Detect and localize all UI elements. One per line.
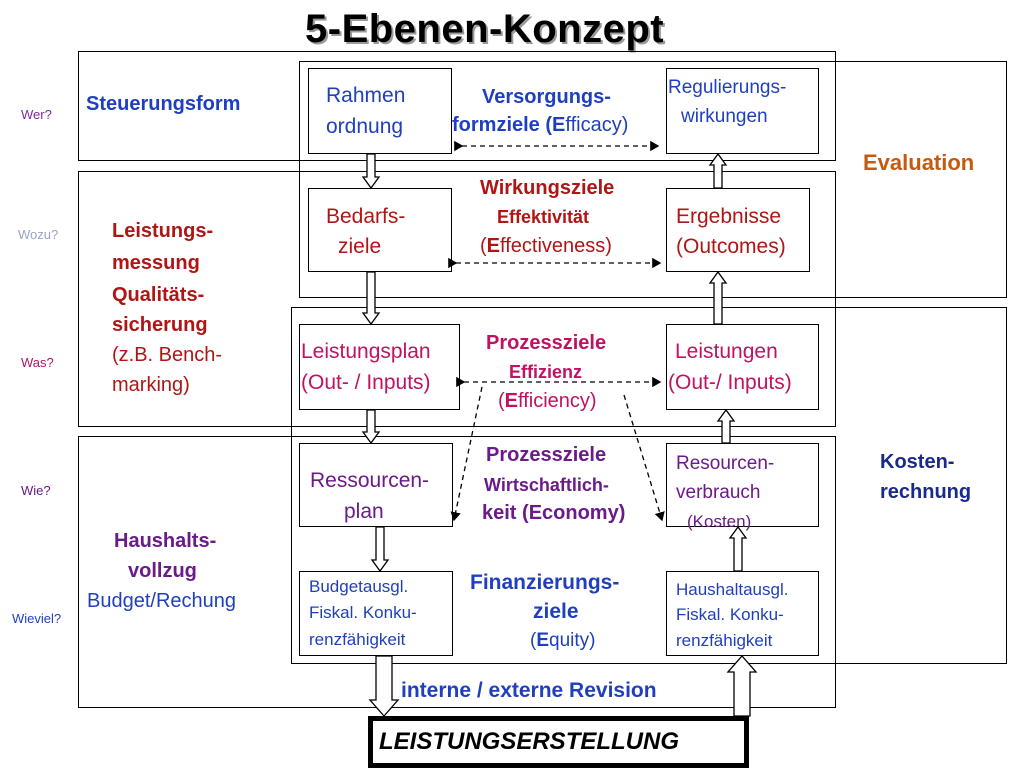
prozess1-line3: (Efficiency) [498, 390, 597, 412]
question-wozu: Wozu? [18, 227, 59, 242]
prozess1-line1: Prozessziele [486, 332, 607, 354]
prozess2-line3: keit (Economy) [482, 502, 626, 524]
question-wer: Wer? [21, 107, 52, 122]
frame-steuerungsform [78, 51, 836, 161]
wirkung-line1: Wirkungsziele [480, 177, 615, 199]
box-leistungen: Leistungen (Out-/ Inputs) [666, 324, 819, 410]
prozess2-line2: Wirtschaftlich- [484, 475, 609, 495]
frame-kostenrechnung [291, 307, 1007, 664]
page-title: 5-Ebenen-Konzept [305, 7, 665, 51]
label-steuerungsform: Steuerungsform [86, 93, 241, 115]
finanz-line1: Finanzierungs- [470, 571, 620, 594]
prozess2-line1: Prozessziele [486, 444, 607, 466]
box-rahmenordnung: Rahmen ordnung [308, 68, 452, 154]
box-ressourcenverbrauch: Resourcen- verbrauch (Kosten) [666, 443, 819, 531]
box-ergebnisse: Ergebnisse (Outcomes) [666, 188, 810, 272]
box-ressourcenplan: Ressourcen- plan [299, 443, 453, 527]
question-wieviel: Wieviel? [12, 611, 62, 626]
box-regulierungswirkungen: Regulierungs- wirkungen [666, 68, 819, 154]
question-wie: Wie? [21, 483, 51, 498]
box-bedarfsziele: Bedarfs- ziele [308, 188, 452, 272]
box-leistungserstellung: LEISTUNGSERSTELLUNG [368, 716, 749, 768]
finanz-line2: ziele [533, 600, 579, 623]
label-kosten-2: rechnung [880, 481, 972, 503]
label-haushalt-2: vollzug [128, 560, 197, 582]
wirkung-line2: Effektivität [497, 207, 590, 227]
box-budgetausgleich: Budgetausgl. Fiskal. Konku- renzfähigkei… [299, 571, 453, 656]
versorgung-line2: formziele (Efficacy) [452, 114, 629, 136]
question-was: Was? [21, 355, 54, 370]
label-haushalt-1: Haushalts- [114, 530, 217, 552]
label-revision: interne / externe Revision [401, 679, 657, 702]
wirkung-line3: (Effectiveness) [480, 235, 612, 257]
prozess1-line2: Effizienz [509, 362, 583, 382]
finanz-line3: (Equity) [530, 630, 596, 651]
label-kosten-1: Kosten- [880, 451, 955, 473]
box-leistungsplan: Leistungsplan (Out- / Inputs) [299, 324, 460, 410]
frame-evaluation [299, 61, 1007, 298]
label-budget-rechung: Budget/Rechung [87, 590, 237, 612]
box-haushaltausgleich: Haushaltausgl. Fiskal. Konku- renzfähigk… [666, 571, 819, 656]
versorgung-line1: Versorgungs- [482, 86, 611, 108]
label-evaluation: Evaluation [863, 150, 975, 175]
